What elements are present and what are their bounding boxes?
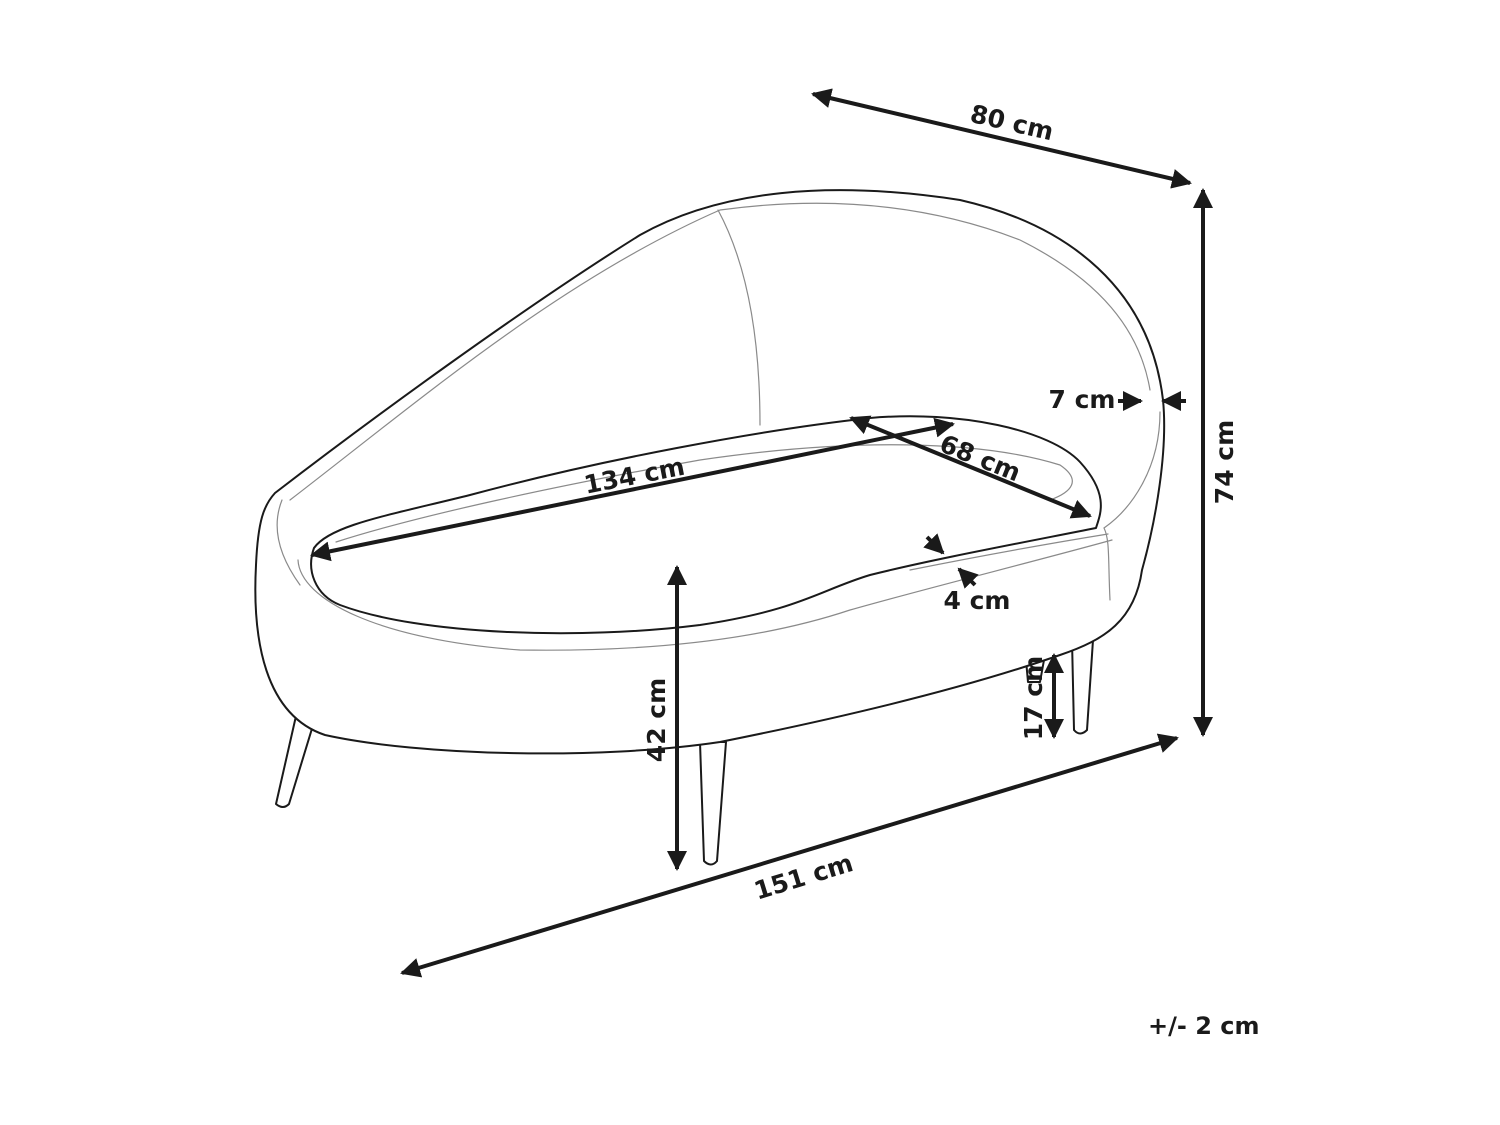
- leg-front-middle: [699, 741, 727, 866]
- backrest-seam: [717, 209, 761, 426]
- dimension-lines: [310, 88, 1213, 978]
- seat-front-edge-line: [909, 533, 1109, 571]
- leg-back-right: [1071, 639, 1094, 735]
- arm-inner-left: [276, 499, 301, 586]
- tolerance-note: +/- 2 cm: [1148, 1012, 1260, 1040]
- label-cushion-edge: 4 cm: [944, 586, 1011, 615]
- leg-front-left: [275, 715, 315, 808]
- label-seat-height: 42 cm: [642, 678, 671, 762]
- dim-line-length: [400, 733, 1179, 978]
- dim-line-cushion-upper: [923, 533, 945, 555]
- label-backrest-thickness: 7 cm: [1049, 385, 1116, 414]
- label-length: 151 cm: [751, 848, 857, 905]
- dim-line-width: [811, 88, 1192, 189]
- arm-inner-contour: [1103, 411, 1161, 601]
- sofa-drawing: [254, 189, 1166, 866]
- dim-line-cushion-lower: [957, 567, 979, 589]
- dim-line-seat-width: [310, 417, 955, 562]
- label-height: 74 cm: [1210, 420, 1239, 504]
- label-leg-height: 17 cm: [1019, 656, 1048, 740]
- backrest-inner-edge: [289, 202, 1151, 501]
